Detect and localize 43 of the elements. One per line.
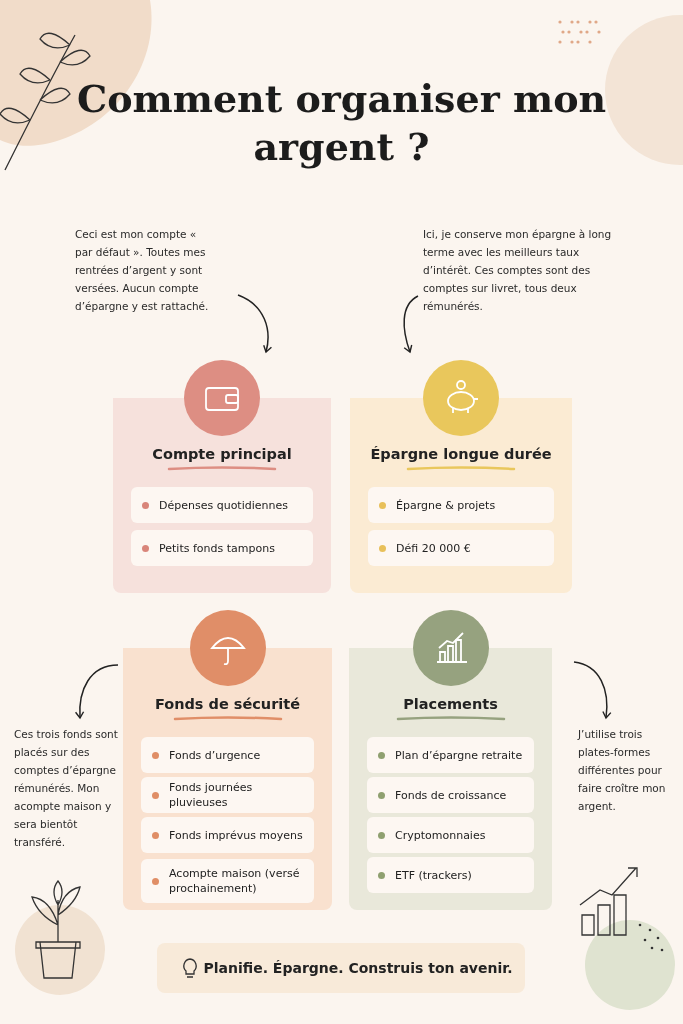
item-text: Fonds de croissance [395, 787, 507, 803]
list-item [141, 859, 314, 903]
annotation-text: Ceci est mon compte « par défaut ». Toutes mes rentrées d’argent y sont versées. Aucun compte d’épargne y est rattaché. [75, 225, 215, 315]
category-card [123, 610, 332, 910]
list-item [141, 777, 314, 813]
list-item [367, 857, 534, 893]
list-item [367, 817, 534, 853]
item-text: Épargne & projets [396, 497, 496, 513]
card-heading: Épargne longue durée [369, 446, 553, 462]
item-text: Cryptomonnaies [395, 827, 486, 843]
annotation-text: J’utilise trois plates-formes différentes pour faire croître mon argent. [578, 725, 674, 815]
list-item [368, 487, 554, 523]
category-card [349, 610, 552, 910]
category-card [350, 360, 572, 593]
title: Comment organiser mon argent ? [75, 75, 608, 171]
slogan-banner [157, 943, 525, 993]
curved-arrow [75, 664, 119, 719]
list-item [368, 530, 554, 566]
card-heading: Fonds de sécurité [153, 696, 302, 712]
slogan-text: Planifie. Épargne. Construis ton avenir. [203, 960, 513, 976]
list-item [367, 737, 534, 773]
item-text: Plan d’épargne retraite [395, 747, 523, 763]
category-card [113, 360, 331, 593]
item-text: Fonds journées pluvieuses [169, 780, 254, 810]
item-text: Acompte maison (versé prochainement) [169, 866, 301, 896]
list-item [141, 817, 314, 853]
list-item [367, 777, 534, 813]
list-item [141, 737, 314, 773]
curved-arrow [237, 294, 272, 353]
list-item [131, 487, 313, 523]
curved-arrow [573, 661, 612, 719]
item-text: Dépenses quotidiennes [159, 497, 288, 513]
item-text: ETF (trackers) [395, 867, 472, 883]
card-heading: Placements [402, 696, 499, 712]
item-text: Fonds imprévus moyens [169, 827, 303, 843]
curved-arrow [403, 295, 419, 353]
annotation-text: Ici, je conserve mon épargne à long terme avec les meilleurs taux d’intérêt. Ces comptes sont des comptes sur livret, tous deux rémunérés. [423, 225, 628, 315]
item-text: Petits fonds tampons [159, 540, 275, 556]
item-text: Défi 20 000 € [396, 540, 471, 556]
list-item [131, 530, 313, 566]
card-heading: Compte principal [151, 446, 293, 462]
annotation-text: Ces trois fonds sont placés sur des comptes d’épargne rémunérés. Mon acompte maison y sera bientôt transféré. [14, 725, 118, 851]
item-text: Fonds d’urgence [169, 747, 261, 763]
